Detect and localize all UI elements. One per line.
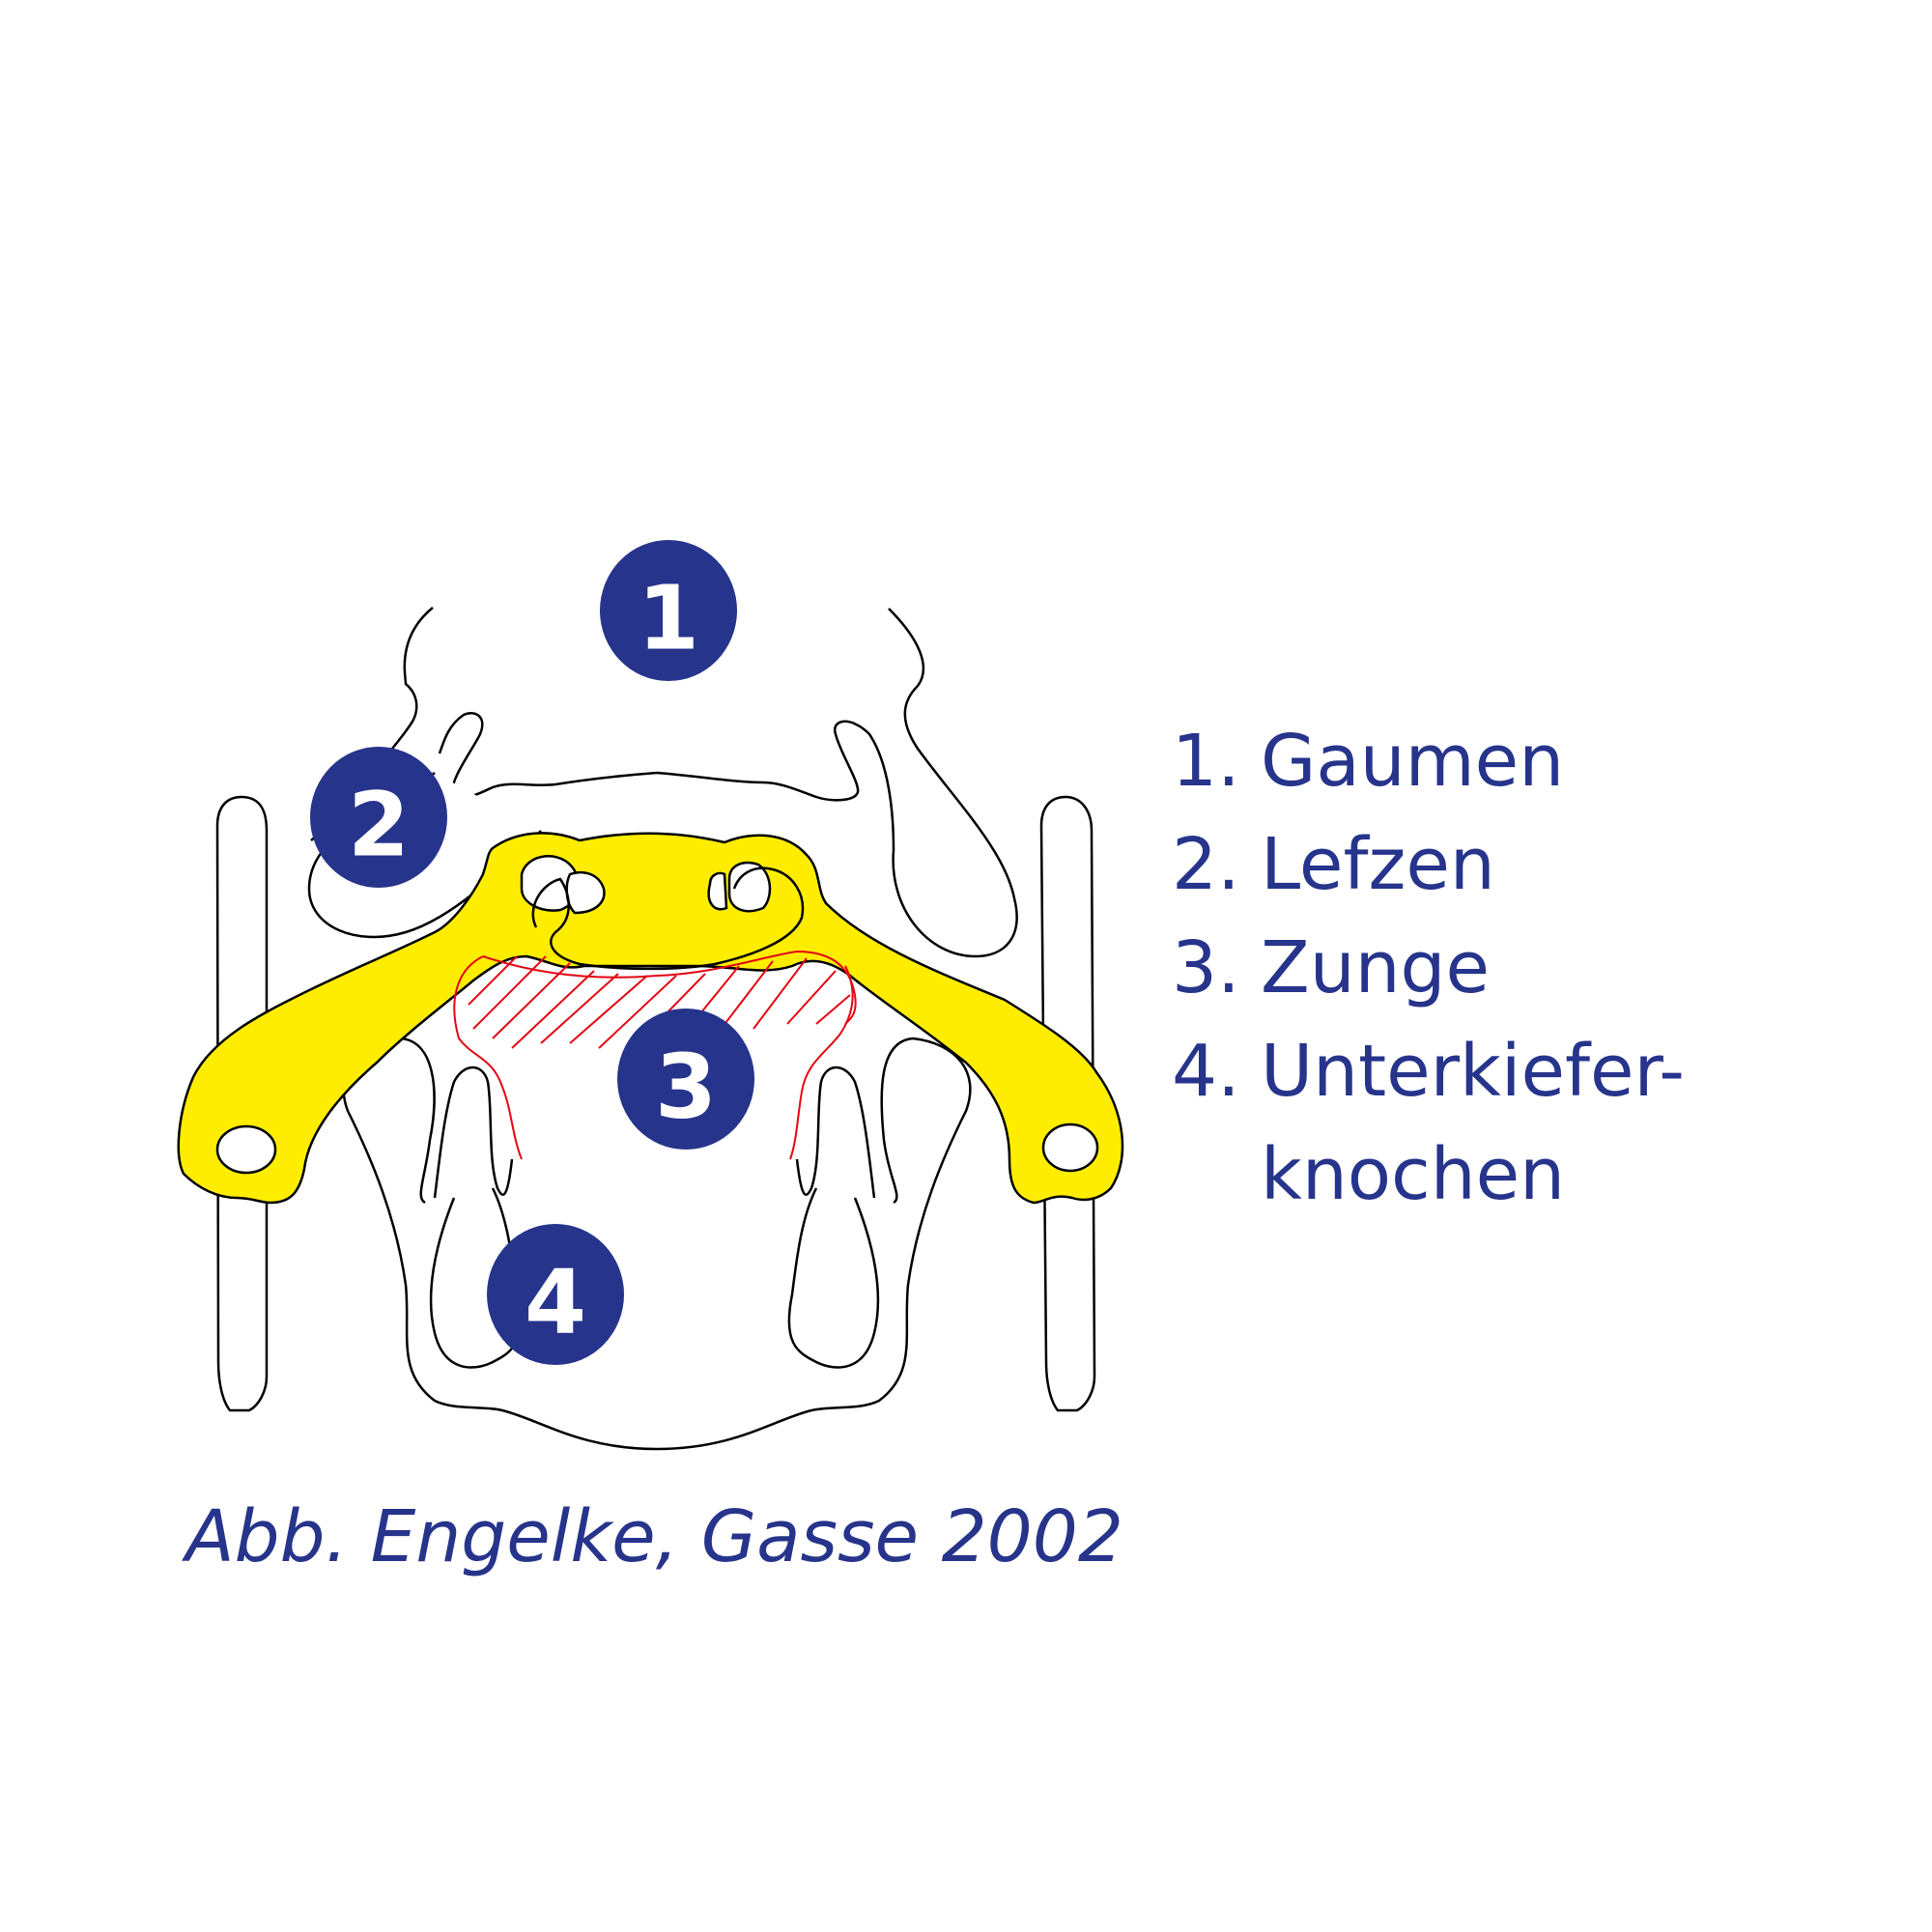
- legend-item-label: Zunge: [1261, 926, 1490, 1009]
- badge-1-label: 1: [638, 567, 699, 670]
- bit-mouthpiece: [177, 832, 1124, 1205]
- legend-item: 4. Unterkiefer- knochen: [1172, 1020, 1685, 1227]
- badge-4-label: 4: [525, 1251, 586, 1354]
- legend-item: 2. Lefzen: [1172, 813, 1685, 917]
- legend-item: 1. Gaumen: [1172, 710, 1685, 813]
- tongue-hatching: [453, 950, 857, 1160]
- badge-2-label: 2: [348, 774, 410, 877]
- badge-3-label: 3: [655, 1036, 717, 1139]
- badge-1: 1: [600, 540, 737, 681]
- legend-item-label: Lefzen: [1261, 823, 1495, 906]
- legend-item-number: 2.: [1172, 823, 1240, 906]
- legend-item: 3. Zunge: [1172, 917, 1685, 1020]
- legend: 1. Gaumen 2. Lefzen 3. Zunge 4. Unterkie…: [1172, 710, 1685, 1227]
- legend-item-number: 4.: [1172, 1030, 1240, 1113]
- badge-3: 3: [617, 1009, 754, 1150]
- legend-item-label: Gaumen: [1261, 720, 1565, 803]
- badge-4: 4: [487, 1224, 624, 1365]
- badge-2: 2: [310, 747, 447, 888]
- legend-item-label: Unterkiefer- knochen: [1261, 1030, 1685, 1216]
- legend-item-number: 3.: [1172, 926, 1240, 1009]
- legend-item-number: 1.: [1172, 720, 1240, 803]
- image-credit: Abb. Engelke, Gasse 2002: [185, 1495, 1123, 1578]
- bit-center-link: [531, 867, 805, 971]
